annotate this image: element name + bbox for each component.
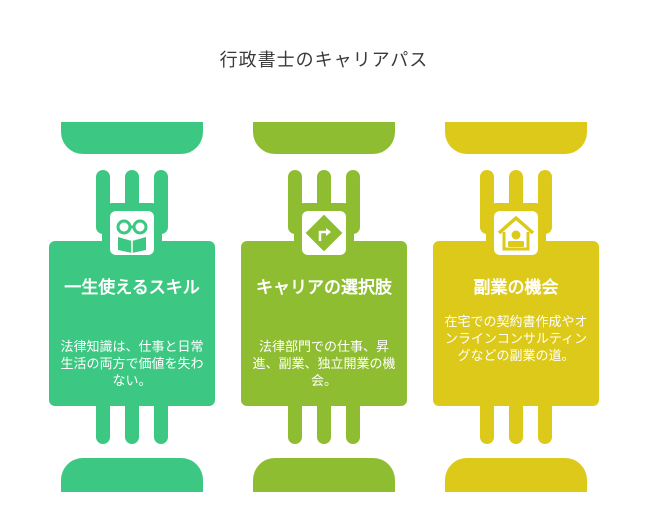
card-heading: 副業の機会 [473, 278, 559, 298]
pillar-bar [125, 398, 139, 444]
pillar-bottom-cap [445, 458, 587, 492]
pillar-bar [96, 398, 110, 444]
card-description: 在宅での契約書作成やオンラインコンサルティングなどの副業の道。 [444, 315, 588, 364]
pillar-bottom-cap [253, 458, 395, 492]
pillar-bar [538, 398, 552, 444]
pillar-top-cap [253, 122, 395, 154]
reading-person-icon [102, 203, 162, 263]
pillar-top-cap [445, 122, 587, 154]
pillar-bottom-cap [61, 458, 203, 492]
career-card [433, 241, 599, 406]
card-heading: キャリアの選択肢 [256, 278, 392, 298]
direction-sign-icon [294, 203, 354, 263]
career-column-options: キャリアの選択肢 法律部門での仕事、昇進、副業、独立開業の機会。 [241, 0, 407, 524]
career-card [49, 241, 215, 406]
diagram-title: 行政書士のキャリアパス [219, 50, 429, 71]
card-description: 法律知識は、仕事と日常生活の両方で価値を失わない。 [60, 340, 204, 389]
pillar-bar [288, 398, 302, 444]
career-card [241, 241, 407, 406]
pillar-top-cap [61, 122, 203, 154]
pillar-bar [317, 398, 331, 444]
pillar-bar [154, 398, 168, 444]
home-office-icon [486, 203, 546, 263]
pillar-bar [509, 398, 523, 444]
pillar-bar [346, 398, 360, 444]
career-column-side-job: 副業の機会 在宅での契約書作成やオンラインコンサルティングなどの副業の道。 [433, 0, 599, 524]
card-heading: 一生使えるスキル [64, 278, 200, 298]
career-column-skill: 一生使えるスキル 法律知識は、仕事と日常生活の両方で価値を失わない。 [49, 0, 215, 524]
card-description: 法律部門での仕事、昇進、副業、独立開業の機会。 [252, 340, 396, 389]
pillar-bar [480, 398, 494, 444]
